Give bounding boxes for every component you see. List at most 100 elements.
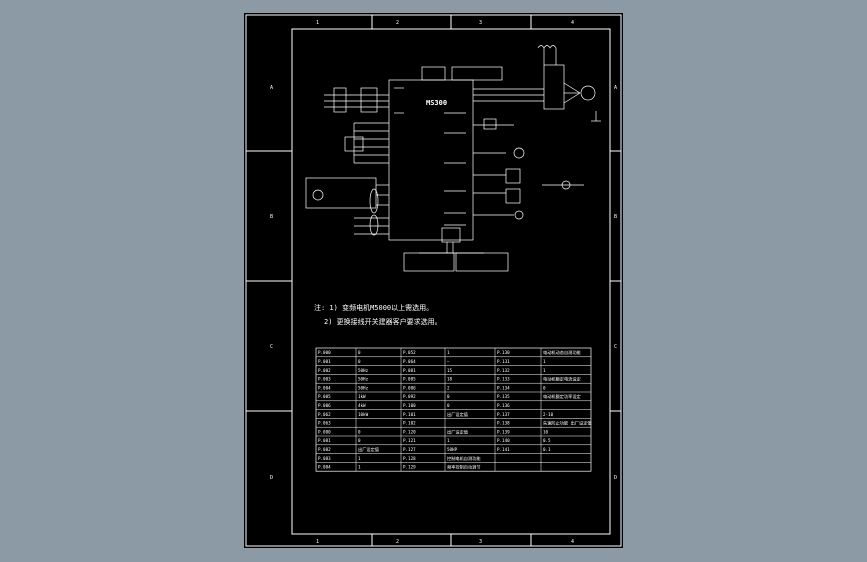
table-cell: P.080 [318, 429, 331, 434]
table-cell: P.120 [403, 429, 416, 434]
row-label-left: D [270, 475, 273, 481]
col-label-bottom: 4 [571, 539, 574, 545]
table-cell: 出厂设定值 [447, 428, 468, 435]
table-cell: 50Hz [358, 368, 369, 373]
table-cell: 0 [358, 350, 361, 355]
table-cell: P.132 [497, 368, 510, 373]
table-cell: 1 [447, 350, 450, 355]
table-cell: 15 [447, 368, 453, 373]
table-cell: P.005 [318, 394, 331, 399]
row-label-right: C [614, 344, 617, 350]
table-cell: 10 [543, 429, 549, 434]
col-label-bottom: 1 [316, 539, 319, 545]
row-label-right: B [614, 214, 617, 220]
table-cell: P.085 [403, 377, 416, 382]
table-cell: P.081 [318, 438, 331, 443]
reactor-module [451, 66, 503, 81]
row-label-right: D [614, 475, 617, 481]
table-cell: P.131 [497, 359, 510, 364]
table-cell: — [447, 359, 450, 364]
table-cell: P.121 [403, 438, 416, 443]
table-cell: 0.1 [543, 447, 551, 452]
note-line-1: 注: 1) 变频电机M5000以上需选用。 [314, 303, 433, 312]
table-cell: 50HP [447, 447, 458, 452]
table-cell: 出厂设定值 [358, 446, 379, 453]
signal-source-box [305, 177, 377, 209]
drawing-sheet: 1 2 3 4 1 2 3 4 A B C D A B C D [244, 13, 623, 548]
table-cell: P.102 [403, 421, 416, 426]
table-cell: 0 [358, 438, 361, 443]
table-cell: P.129 [403, 465, 416, 470]
table-cell: 电动机额定功率设定 [543, 393, 581, 400]
table-cell: 0 [358, 359, 361, 364]
table-cell: 0 [447, 403, 450, 408]
table-cell: 电动机额定电流设定 [543, 376, 581, 383]
table-cell: 18 [447, 377, 453, 382]
option-box-right [455, 252, 509, 272]
col-label-top: 4 [571, 20, 574, 26]
table-cell: P.003 [318, 377, 331, 382]
table-cell: P.000 [318, 350, 331, 355]
table-cell: P.002 [318, 368, 331, 373]
coil-symbol [537, 45, 557, 49]
table-cell: P.128 [403, 456, 416, 461]
table-cell: P.064 [403, 359, 416, 364]
table-cell: P.136 [497, 403, 510, 408]
table-cell: P.082 [318, 447, 331, 452]
col-label-bottom: 2 [396, 539, 399, 545]
table-cell: 1 [543, 368, 546, 373]
table-cell: 0.5 [543, 438, 551, 443]
table-cell: P.086 [403, 385, 416, 390]
table-cell: P.140 [497, 438, 510, 443]
table-cell: 0 [543, 385, 546, 390]
table-cell: P.138 [497, 421, 510, 426]
outer-border [245, 14, 622, 547]
table-cell: 1 [447, 438, 450, 443]
device-label: MS300 [426, 99, 447, 107]
row-label-left: C [270, 344, 273, 350]
table-cell: P.063 [318, 421, 331, 426]
table-cell: 2-10 [543, 412, 554, 417]
table-cell: 失速防止功能 出厂设定值 [543, 420, 592, 427]
table-cell: P.100 [403, 403, 416, 408]
table-cell: P.083 [318, 456, 331, 461]
col-label-top: 3 [479, 20, 482, 26]
table-cell: P.084 [318, 465, 331, 470]
relay-box [505, 168, 521, 184]
relay-contact [483, 118, 497, 130]
note-line-2: 2) 更换接线开关建器客户要求选用。 [324, 317, 442, 326]
option-box-left [403, 252, 455, 272]
wiring-diagram [305, 45, 601, 272]
comm-port [514, 210, 524, 220]
contactor [360, 87, 378, 113]
motor-symbol [580, 85, 596, 101]
signal-meter [312, 189, 324, 201]
table-cell: 2 [447, 385, 450, 390]
table-cell: 1kW [358, 394, 366, 399]
table-cell: 0 [358, 429, 361, 434]
table-cell: P.081 [403, 368, 416, 373]
table-cell: P.135 [497, 394, 510, 399]
row-label-right: A [614, 85, 617, 91]
table-cell: P.127 [403, 447, 416, 452]
connector [441, 227, 461, 243]
table-cell: P.134 [497, 385, 510, 390]
table-cell: 1 [358, 465, 361, 470]
col-label-bottom: 3 [479, 539, 482, 545]
table-cell: 控制电机自测功能 [447, 455, 481, 462]
table-cell: P.101 [403, 412, 416, 417]
table-cell: P.092 [403, 394, 416, 399]
shield-symbol [369, 188, 379, 214]
table-cell: P.004 [318, 385, 331, 390]
row-label-left: A [270, 85, 273, 91]
table-cell: 50Hz [358, 385, 369, 390]
table-cell: 0 [447, 394, 450, 399]
table-cell: P.137 [497, 412, 510, 417]
shield-symbol-2 [369, 214, 379, 236]
table-cell: 50Hz [358, 377, 369, 382]
switch-group [344, 136, 364, 152]
col-label-top: 1 [316, 20, 319, 26]
table-cell: P.141 [497, 447, 510, 452]
table-cell: 电动机动态自测功能 [543, 349, 582, 356]
